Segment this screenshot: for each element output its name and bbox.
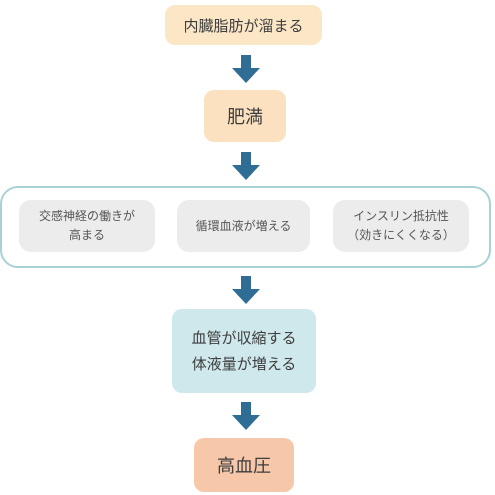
factor-box-insulin: インスリン抵抗性 （効きにくくなる） — [333, 200, 469, 252]
arrow-down-icon — [232, 402, 260, 430]
obesity-box: 肥満 — [204, 90, 286, 142]
vascular-label-line2: 体液量が増える — [191, 355, 297, 373]
vascular-box: 血管が収縮する 体液量が増える — [172, 309, 316, 393]
factor-group — [0, 186, 491, 268]
result-box: 高血圧 — [194, 438, 294, 492]
factor-label-line1: インスリン抵抗性 — [353, 209, 449, 223]
top-box-label: 内臓脂肪が溜まる — [183, 16, 304, 35]
top-box: 内臓脂肪が溜まる — [165, 5, 322, 45]
result-box-label: 高血圧 — [217, 456, 271, 477]
factor-label-line1: 循環血液が増える — [195, 218, 292, 233]
factor-label-line2: 高まる — [68, 228, 105, 242]
factor-box-circulation: 循環血液が増える — [177, 200, 310, 252]
factor-box-sympathetic: 交感神経の働きが 高まる — [19, 200, 155, 252]
arrow-down-icon — [232, 152, 260, 180]
arrow-down-icon — [232, 276, 260, 304]
arrow-down-icon — [232, 55, 260, 83]
factor-label-line1: 交感神経の働きが — [38, 209, 135, 223]
vascular-label-line1: 血管が収縮する — [191, 329, 297, 347]
factor-label-line2: （効きにくくなる） — [347, 228, 455, 242]
obesity-box-label: 肥満 — [227, 107, 263, 128]
